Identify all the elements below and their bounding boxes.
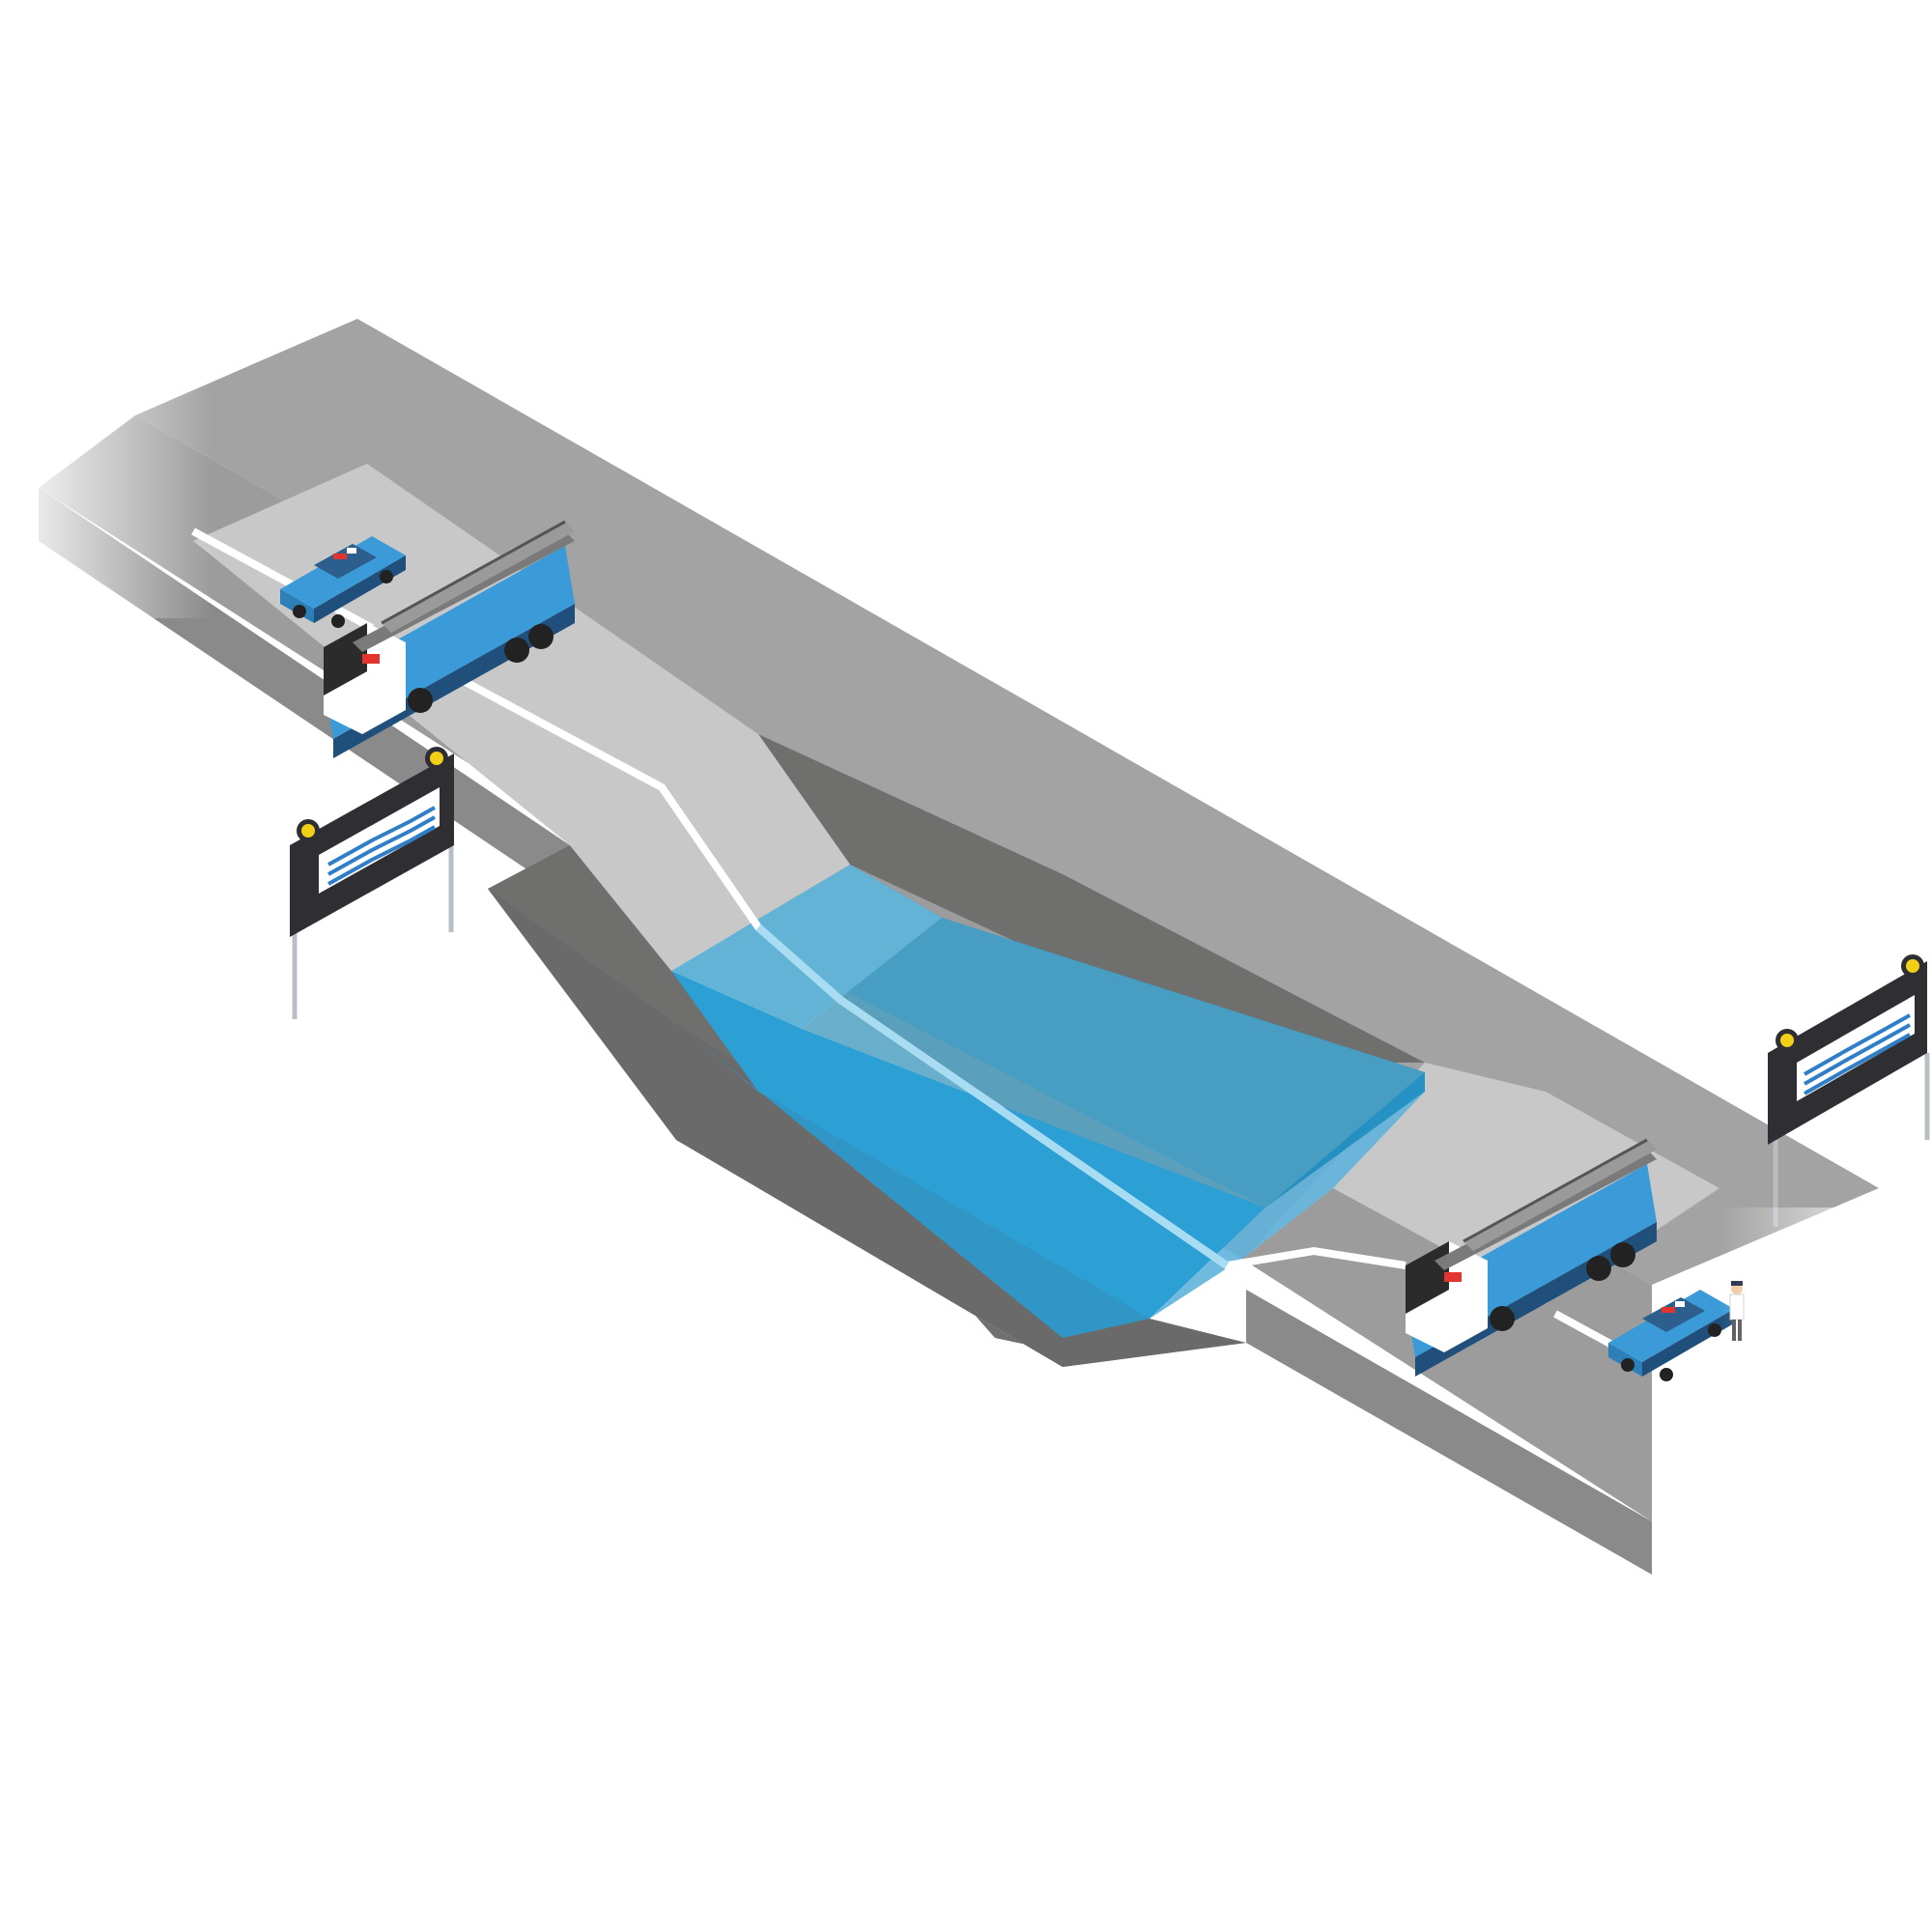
lane-line-underwater (755, 924, 1230, 1269)
dip-near-wall (488, 845, 1246, 1367)
dip-far-wall (758, 734, 1425, 1063)
fade-right (1719, 1208, 1932, 1613)
road-top-far (135, 319, 1879, 1285)
water-front-face (676, 1024, 1150, 1338)
lane-line-left (191, 527, 374, 632)
water-near (671, 971, 1265, 1319)
fire-truck-left (324, 520, 575, 758)
flood-warning-sign-left (290, 747, 454, 1019)
water-slope-left (671, 865, 942, 1029)
fade-left (0, 367, 213, 618)
police-car-left (280, 536, 406, 628)
flooded-dip (488, 734, 1546, 1367)
water-middle (802, 918, 1425, 1208)
flood-warning-sign-right (1768, 954, 1930, 1227)
dip-lane-rise (1246, 1063, 1546, 1256)
road-side-right (1246, 1290, 1652, 1575)
police-car-right (1608, 1290, 1734, 1381)
fire-truck-right (1406, 1138, 1657, 1377)
